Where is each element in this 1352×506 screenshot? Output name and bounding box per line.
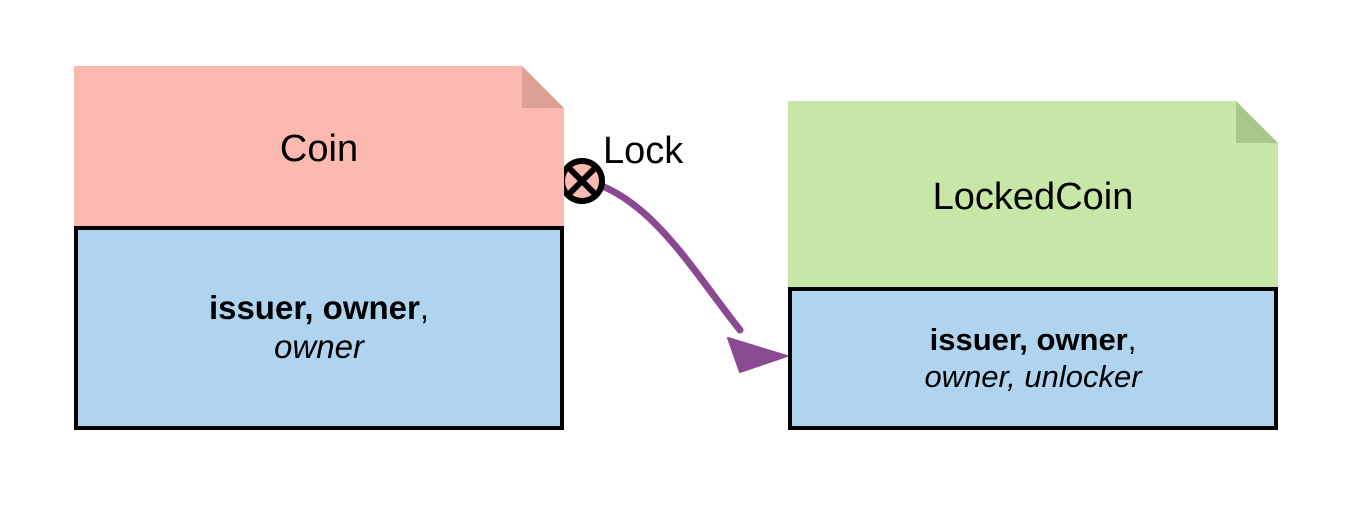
node-lockedcoin-title: LockedCoin [932, 176, 1134, 218]
node-coin-attribute-line-2: owner [274, 328, 364, 365]
lock-edge-arrowhead [727, 337, 788, 373]
node-coin[interactable]: Coin issuer, owner, owner [74, 66, 564, 430]
node-coin-title: Coin [279, 128, 359, 170]
node-lockedcoin-attribute-bold: issuer, owner [929, 321, 1128, 357]
lock-edge-path [556, 174, 744, 334]
node-lockedcoin-attributes: issuer, owner, owner, unlocker [788, 287, 1278, 430]
node-coin-attributes: issuer, owner, owner [74, 226, 564, 430]
node-coin-header-body [74, 66, 564, 228]
node-lockedcoin-attribute-line-1: issuer, owner, [930, 322, 1137, 359]
node-lockedcoin-attribute-comma: , [1127, 321, 1137, 357]
node-lockedcoin-header-body [788, 101, 1278, 289]
node-coin-header: Coin [74, 66, 564, 228]
node-coin-corner-fold-icon [522, 66, 564, 108]
node-lockedcoin-corner-fold-icon [1236, 101, 1278, 143]
crossed-circle-icon [559, 158, 605, 204]
node-coin-attribute-line-1: issuer, owner, [209, 289, 429, 328]
edge-label-lock: Lock [603, 130, 684, 172]
node-lockedcoin-attribute-line-2: owner, unlocker [924, 358, 1142, 394]
node-coin-attribute-bold: issuer, owner [208, 289, 420, 327]
node-lockedcoin[interactable]: LockedCoin issuer, owner, owner, unlocke… [788, 101, 1278, 430]
node-lockedcoin-header: LockedCoin [788, 101, 1278, 289]
node-coin-attribute-comma: , [419, 289, 430, 327]
